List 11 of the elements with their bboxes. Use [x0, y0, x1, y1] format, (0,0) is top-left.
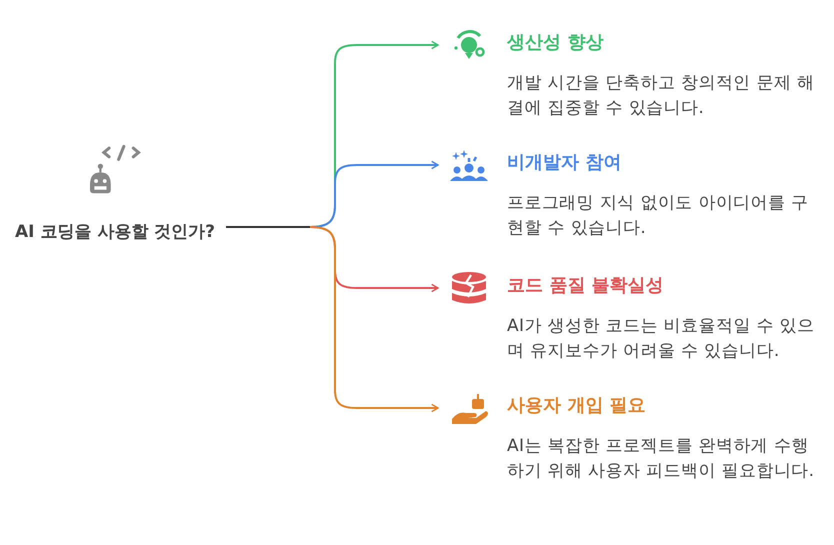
- arrow: [310, 226, 439, 412]
- trunk-line: [226, 226, 310, 228]
- heading: 사용자 개입 필요: [507, 394, 646, 418]
- title-text: AI 코딩을 사용할 것인가?: [14, 221, 216, 244]
- description-text: AI는 복잡한 프로젝트를 완벽하게 수행하기 위해 사용자 피드백이 필요합니다.: [507, 435, 816, 483]
- heading: 비개발자 참여: [507, 151, 622, 175]
- description-text: 프로그래밍 지식 없이도 아이디어를 구현할 수 있습니다.: [507, 192, 810, 240]
- description-text: AI가 생성한 코드는 비효율적일 수 있으며 유지보수가 어려울 수 있습니다.: [507, 315, 816, 363]
- heading: 생산성 향상: [507, 31, 604, 55]
- description-text: 개발 시간을 단축하고 창의적인 문제 해결에 집중할 수 있습니다.: [507, 72, 816, 120]
- heading: 코드 품질 불확실성: [507, 274, 664, 298]
